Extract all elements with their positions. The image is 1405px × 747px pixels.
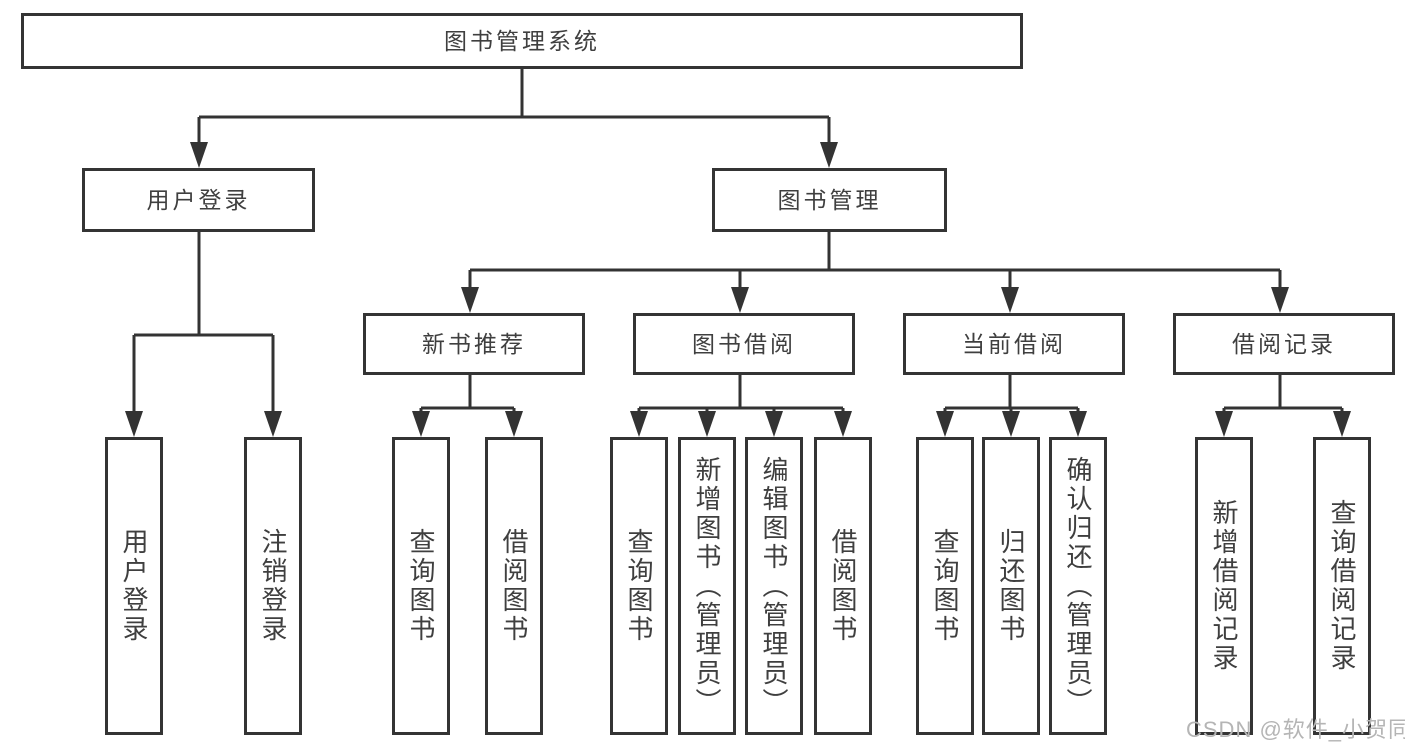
leaf-user-login: 用户登录 bbox=[105, 437, 163, 735]
leaf-query-books-current: 查询图书 bbox=[916, 437, 974, 735]
leaf-borrow-books: 借阅图书 bbox=[814, 437, 872, 735]
leaf-add-borrow-record: 新增借阅记录 bbox=[1195, 437, 1253, 735]
leaf-return-books: 归还图书 bbox=[982, 437, 1040, 735]
leaf-logout: 注销登录 bbox=[244, 437, 302, 735]
csdn-watermark: CSDN @软件_小贺同学 bbox=[1186, 717, 1405, 742]
node-borrow-records: 借阅记录 bbox=[1173, 313, 1395, 375]
leaf-confirm-return-admin: 确认归还（管理员） bbox=[1049, 437, 1107, 735]
node-current-borrow: 当前借阅 bbox=[903, 313, 1125, 375]
leaf-query-borrow-record: 查询借阅记录 bbox=[1313, 437, 1371, 735]
leaf-borrow-books-recommend: 借阅图书 bbox=[485, 437, 543, 735]
node-new-book-recommend: 新书推荐 bbox=[363, 313, 585, 375]
leaf-query-books-recommend: 查询图书 bbox=[392, 437, 450, 735]
node-book-management: 图书管理 bbox=[712, 168, 947, 232]
node-user-login: 用户登录 bbox=[82, 168, 315, 232]
leaf-add-books-admin: 新增图书（管理员） bbox=[678, 437, 736, 735]
leaf-edit-books-admin: 编辑图书（管理员） bbox=[745, 437, 803, 735]
leaf-query-books-borrow: 查询图书 bbox=[610, 437, 668, 735]
node-book-borrow: 图书借阅 bbox=[633, 313, 855, 375]
node-root-library-system: 图书管理系统 bbox=[21, 13, 1023, 69]
